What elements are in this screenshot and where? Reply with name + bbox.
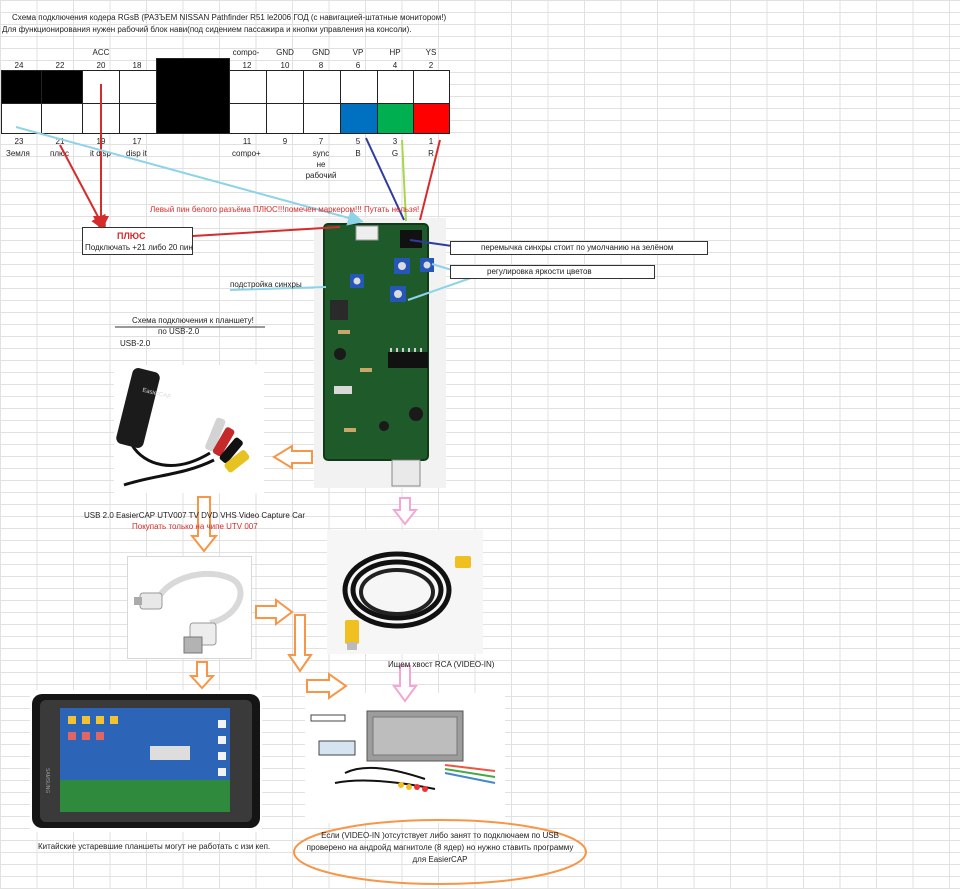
plus-box: ПЛЮС Подключать +21 либо 20 пин bbox=[82, 227, 193, 255]
capture-device-photo: EasierCAP bbox=[114, 365, 264, 493]
pin-20: 20 bbox=[96, 61, 106, 70]
label-sync: sync bbox=[312, 149, 330, 158]
pin-cell-8 bbox=[303, 70, 341, 104]
header-line-1: Схема подключения кодера RGsB (РАЗЪЕМ NI… bbox=[12, 13, 447, 22]
label-vp: VP bbox=[352, 48, 364, 57]
buy-only-note: Покупать только на чипе UTV 007 bbox=[132, 522, 258, 531]
pin-9: 9 bbox=[282, 137, 288, 146]
bottom-note-3: для EasierCAP bbox=[412, 855, 468, 864]
pin-7: 7 bbox=[318, 137, 324, 146]
pin-5: 5 bbox=[355, 137, 361, 146]
tablet-scheme-title: Схема подключения к планшету! bbox=[132, 316, 254, 325]
brightness-note: регулировка яркости цветов bbox=[487, 267, 592, 276]
pin-17: 17 bbox=[132, 137, 142, 146]
rca-cable-photo bbox=[327, 530, 483, 654]
label-rabochiy: рабочий bbox=[305, 171, 337, 180]
pin-4: 4 bbox=[392, 61, 398, 70]
pin-cell-4 bbox=[377, 70, 414, 104]
pin-8: 8 bbox=[318, 61, 324, 70]
pin-cell-22 bbox=[41, 70, 83, 104]
label-compo-minus: compo- bbox=[232, 48, 260, 57]
pin-cell-1 bbox=[413, 103, 450, 134]
header-line-2: Для функционирования нужен рабочий блок … bbox=[2, 25, 412, 34]
label-gnd-8: GND bbox=[312, 48, 330, 57]
pin-cell-10 bbox=[266, 70, 304, 104]
label-acc: ACC bbox=[92, 48, 110, 57]
usb-otg-cable-photo bbox=[127, 556, 252, 659]
bottom-note-1: Если (VIDEO-IN )отсутствует либо занят т… bbox=[321, 831, 559, 840]
pcb-photo bbox=[314, 218, 446, 488]
sync-adjust-note: подстройка синхры bbox=[230, 280, 302, 289]
pin-cell-5 bbox=[340, 103, 378, 134]
plus-sub: Подключать +21 либо 20 пин bbox=[85, 243, 193, 252]
via-usb-label: по USB-2.0 bbox=[158, 327, 200, 336]
pin-3: 3 bbox=[392, 137, 398, 146]
pin-24: 24 bbox=[14, 61, 24, 70]
pin-6: 6 bbox=[355, 61, 361, 70]
label-r: R bbox=[428, 149, 434, 158]
sync-jumper-note: перемычка синхры стоит по умолчанию на з… bbox=[481, 243, 674, 252]
label-ne: не bbox=[316, 160, 326, 169]
label-b: B bbox=[355, 149, 361, 158]
old-tablets-note: Китайские устаревшие планшеты могут не р… bbox=[38, 842, 271, 851]
usb20-label: USB-2.0 bbox=[120, 339, 151, 348]
pin-22: 22 bbox=[55, 61, 65, 70]
capture-device-name: USB 2.0 EasierCAP UTV007 TV DVD VHS Vide… bbox=[84, 511, 305, 520]
label-gnd-10: GND bbox=[276, 48, 294, 57]
pin-1: 1 bbox=[428, 137, 434, 146]
sync-jumper-box: перемычка синхры стоит по умолчанию на з… bbox=[450, 241, 708, 255]
pin-2: 2 bbox=[428, 61, 434, 70]
headunit-photo bbox=[305, 693, 505, 823]
pin-cell-12 bbox=[229, 70, 267, 104]
rca-tail-note: Ищем хвост RCA (VIDEO-IN) bbox=[388, 660, 495, 669]
label-hp: HP bbox=[389, 48, 401, 57]
label-ys: YS bbox=[425, 48, 437, 57]
pin-18: 18 bbox=[132, 61, 142, 70]
label-g: G bbox=[391, 149, 399, 158]
pin-cell-21 bbox=[41, 103, 83, 134]
pin-cell-11 bbox=[229, 103, 267, 134]
plus-title: ПЛЮС bbox=[117, 231, 146, 241]
pin-21: 21 bbox=[55, 137, 65, 146]
pin-11: 11 bbox=[242, 137, 252, 146]
pin-23: 23 bbox=[14, 137, 24, 146]
pin-12: 12 bbox=[242, 61, 252, 70]
label-compo-plus: compo+ bbox=[232, 149, 261, 158]
tablet-photo: SAMSUNG bbox=[30, 690, 262, 832]
label-plyus: плюс bbox=[50, 149, 69, 158]
label-disp-it: disp it bbox=[126, 149, 147, 158]
label-zemlya: Земля bbox=[6, 149, 30, 158]
pin-cell-17 bbox=[119, 103, 157, 134]
left-pin-note: Левый пин белого разъёма ПЛЮС!!!помечен … bbox=[150, 205, 420, 214]
brightness-box: регулировка яркости цветов bbox=[450, 265, 655, 279]
bottom-note-2: проверено на андройд магнитоле (8 ядер) … bbox=[306, 843, 574, 852]
pin-10: 10 bbox=[280, 61, 290, 70]
connector-key-block bbox=[156, 58, 230, 134]
tablet-brand-text: SAMSUNG bbox=[44, 768, 50, 793]
